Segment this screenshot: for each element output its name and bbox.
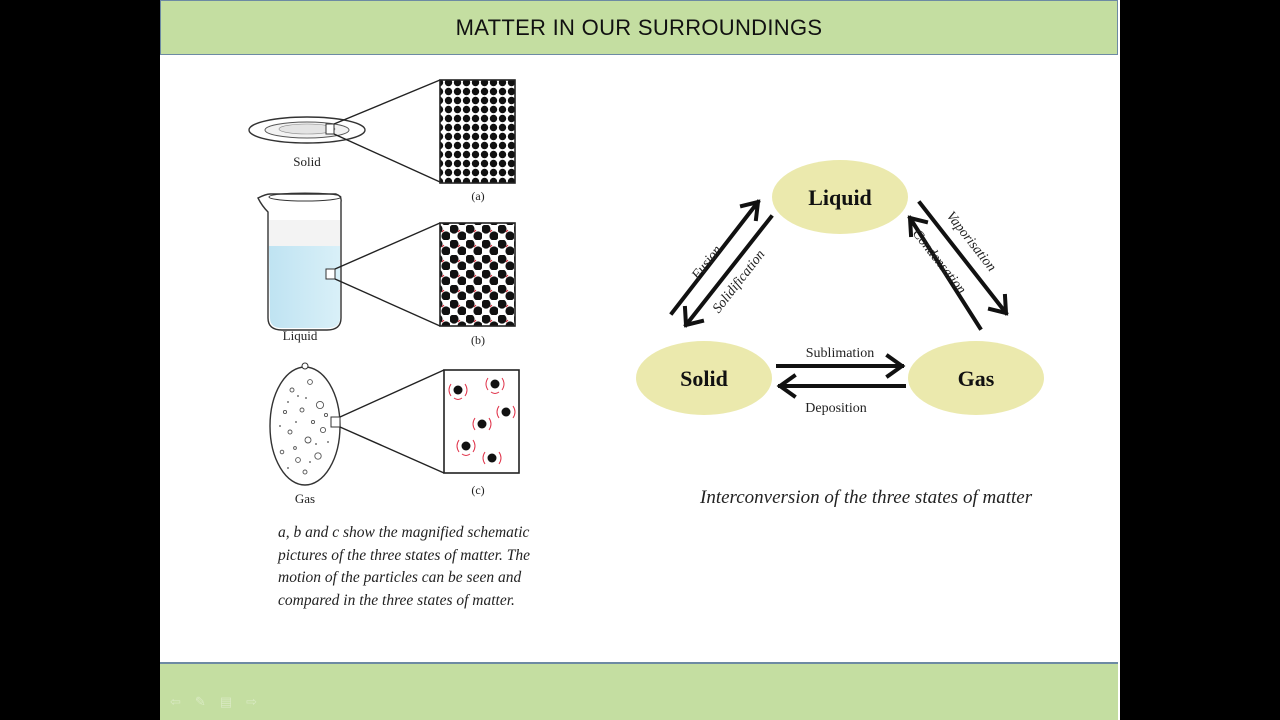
interconversion-diagram: Liquid Solid Gas Fusion Solidification V… (636, 160, 1044, 416)
fusion-arrow (669, 199, 761, 316)
gas-particles (448, 377, 516, 465)
label-b: (b) (471, 333, 485, 347)
states-schematic-figure: Solid (a) Liquid (b) (248, 79, 520, 506)
solid-magnified-box (439, 79, 516, 184)
liquid-ellipse (772, 160, 908, 234)
gas-state-label: Gas (958, 366, 995, 391)
label-a: (a) (471, 189, 484, 203)
solid-dish (248, 116, 366, 144)
label-c: (c) (471, 483, 484, 497)
gas-ellipse (908, 341, 1044, 415)
slide-nav-controls[interactable]: ⇦ ✎ ▤ ⇨ (170, 694, 257, 710)
menu-icon[interactable]: ▤ (219, 694, 233, 709)
liquid-label: Liquid (283, 328, 318, 343)
previous-icon[interactable]: ⇦ (170, 694, 181, 709)
liquid-magnified-box (439, 222, 516, 327)
deposition-arrow (776, 373, 906, 399)
solid-label: Solid (293, 154, 321, 169)
gas-label: Gas (295, 491, 315, 506)
solidification-arrow (682, 214, 774, 328)
gas-balloon (269, 362, 341, 486)
vaporisation-arrow (917, 200, 1009, 316)
liquid-state-label: Liquid (808, 185, 872, 210)
fusion-label: Fusion (689, 243, 725, 284)
schematic-caption: a, b and c show the magnified schematic … (278, 524, 530, 609)
slide-header: MATTER IN OUR SURROUNDINGS (160, 0, 1118, 55)
solid-state-label: Solid (680, 366, 728, 391)
slide-footer: ⇦ ✎ ▤ ⇨ (160, 662, 1118, 720)
solid-ellipse (636, 341, 772, 415)
slide-title: MATTER IN OUR SURROUNDINGS (455, 14, 823, 40)
deposition-label: Deposition (805, 401, 866, 416)
slide: MATTER IN OUR SURROUNDINGS (160, 0, 1120, 720)
pen-icon[interactable]: ✎ (194, 694, 206, 709)
next-icon[interactable]: ⇨ (246, 694, 258, 709)
interconversion-caption: Interconversion of the three states of m… (700, 487, 1033, 508)
sublimation-arrow (776, 353, 906, 379)
condensation-arrow (907, 215, 983, 331)
sublimation-label: Sublimation (806, 346, 874, 361)
liquid-beaker (257, 192, 342, 331)
